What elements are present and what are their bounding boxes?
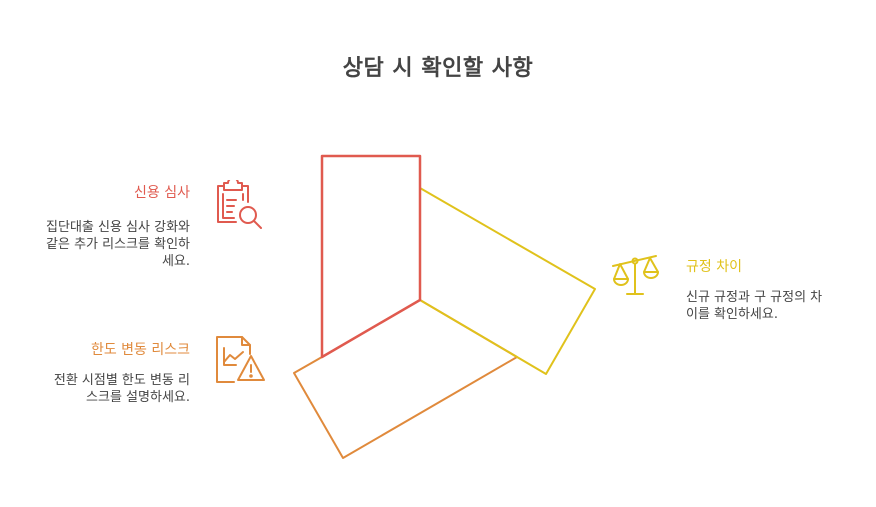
desc-line: 집단대출 신용 심사 강화와 (46, 220, 190, 235)
limit-change-risk-description: 전환 시점별 한도 변동 리 스크를 설명하세요. (54, 372, 190, 406)
desc-line: 신규 규정과 구 규정의 차 (686, 290, 823, 305)
yellow-face (419, 187, 596, 375)
desc-line: 같은 추가 리스크를 확인하 (46, 237, 190, 252)
clipboard-search-icon (217, 180, 262, 229)
chart-warning-icon (216, 336, 265, 383)
page-title: 상담 시 확인할 사항 (342, 56, 534, 81)
desc-line: 스크를 설명하세요. (86, 390, 190, 405)
desc-line: 전환 시점별 한도 변동 리 (53, 373, 190, 388)
desc-line: 세요. (161, 254, 190, 269)
desc-line: 이를 확인하세요. (686, 307, 778, 322)
limit-change-risk-heading: 한도 변동 리스크 (90, 342, 190, 358)
credit-review-heading: 신용 심사 (134, 185, 190, 201)
red-face (320, 154, 422, 359)
scale-icon (612, 255, 659, 295)
orange-face (293, 299, 518, 459)
regulation-difference-heading: 규정 차이 (686, 259, 742, 275)
credit-review-description: 집단대출 신용 심사 강화와 같은 추가 리스크를 확인하 세요. (46, 219, 190, 270)
regulation-difference-description: 신규 규정과 구 규정의 차 이를 확인하세요. (686, 289, 822, 323)
